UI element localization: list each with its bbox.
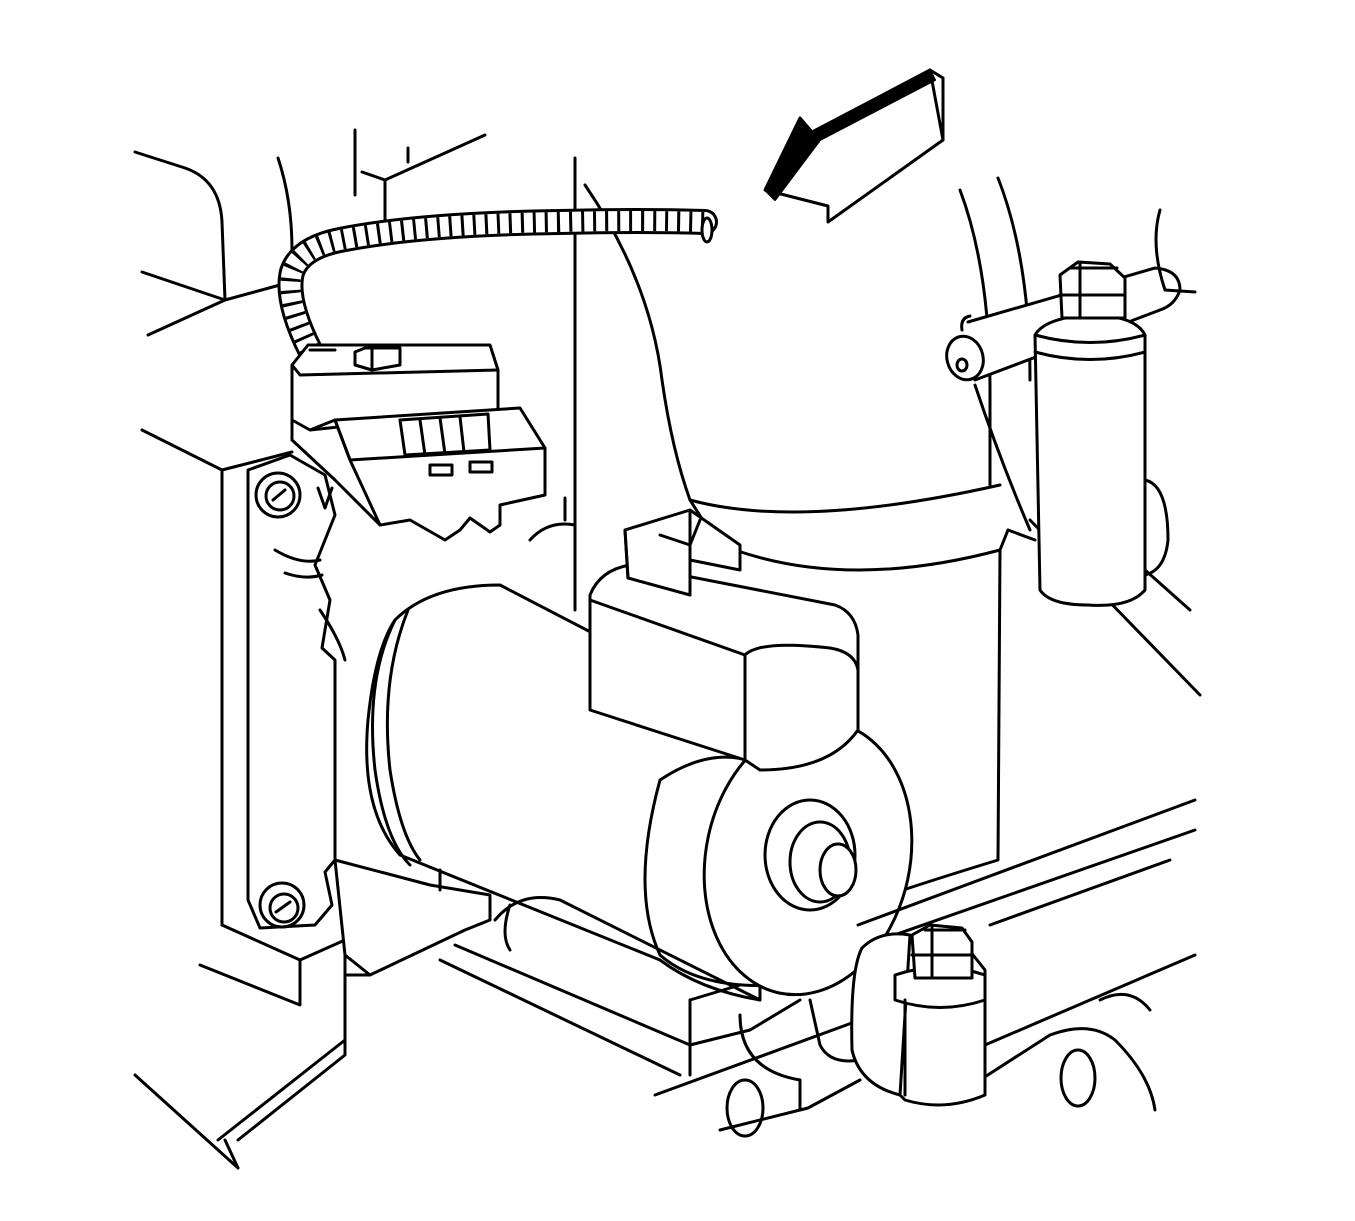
wire-harness	[277, 208, 718, 363]
electrical-connector	[290, 343, 547, 542]
base-rails	[438, 518, 1202, 1138]
connector-extras	[308, 348, 577, 612]
upper-bolt	[254, 471, 302, 519]
upper-sensor	[945, 208, 1197, 607]
direction-arrow	[763, 68, 945, 224]
background-structure	[133, 128, 577, 1170]
lower-sensor	[850, 923, 987, 1107]
mounting-plate	[246, 453, 347, 930]
lower-bolt	[258, 881, 306, 929]
motor	[333, 508, 914, 1002]
